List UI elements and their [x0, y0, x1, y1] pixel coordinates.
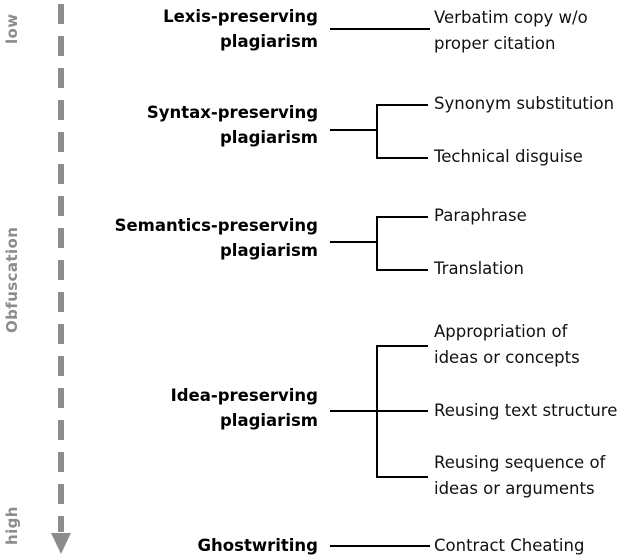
connector-idea-branch-1	[376, 345, 428, 347]
connector-semantics-branch-1	[376, 216, 428, 218]
connector-semantics-stem	[330, 241, 378, 243]
connector-idea-stem	[330, 410, 378, 412]
axis-title: Obfuscation	[3, 226, 21, 333]
leaf-label-verbatim: Verbatim copy w/o proper citation	[434, 8, 588, 53]
connector-lexis	[330, 28, 430, 30]
connector-semantics-branch-2	[376, 269, 428, 271]
leaf-label-sequence: Reusing sequence of ideas or arguments	[434, 453, 606, 498]
connector-syntax-spine	[376, 104, 378, 159]
connector-semantics-spine	[376, 216, 378, 271]
connector-idea-branch-3	[376, 476, 428, 478]
leaf-label-technical-disguise: Technical disguise	[434, 147, 583, 166]
leaf-label-paraphrase: Paraphrase	[434, 206, 527, 225]
category-label-syntax: Syntax-preserving plagiarism	[146, 103, 318, 147]
connector-ghostwriting	[330, 545, 430, 547]
leaf-label-synonym: Synonym substitution	[434, 94, 615, 113]
connector-syntax-stem	[330, 129, 378, 131]
leaf-label-appropriation: Appropriation of ideas or concepts	[434, 322, 580, 367]
connector-syntax-branch-1	[376, 104, 428, 106]
category-label-lexis: Lexis-preserving plagiarism	[163, 7, 318, 51]
down-arrow-icon	[51, 533, 71, 554]
category-label-idea: Idea-preserving plagiarism	[170, 386, 318, 430]
leaf-label-translation: Translation	[434, 259, 524, 278]
connector-syntax-branch-2	[376, 157, 428, 159]
axis-dashed-line	[58, 4, 64, 532]
leaf-label-text-structure: Reusing text structure	[434, 401, 618, 420]
axis-high-label: high	[3, 506, 21, 545]
leaf-label-contract-cheating: Contract Cheating	[434, 536, 585, 555]
axis-low-label: low	[3, 13, 21, 44]
connector-idea-branch-2	[376, 410, 428, 412]
category-label-semantics: Semantics-preserving plagiarism	[114, 216, 318, 260]
category-label-ghostwriting: Ghostwriting	[197, 536, 318, 555]
